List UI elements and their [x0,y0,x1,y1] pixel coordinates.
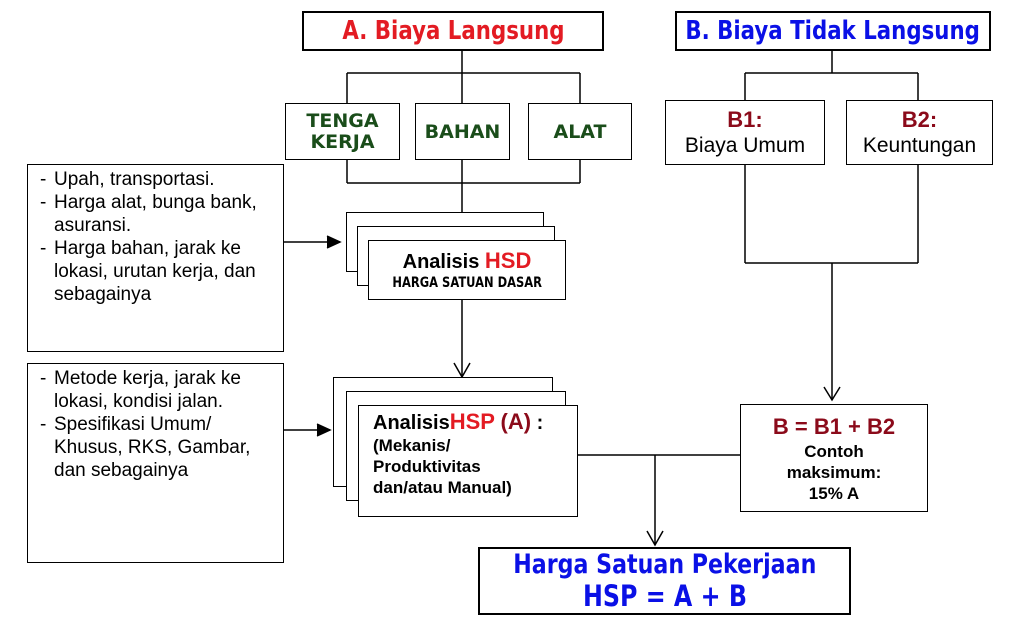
direct-cost-header: A. Biaya Langsung [302,11,604,51]
indirect-sum-box: B = B1 + B2 Contoh maksimum: 15% A [740,404,928,512]
hsp-inputs-note: -Metode kerja, jarak ke lokasi, kondisi … [27,363,284,563]
b1-box: B1: Biaya Umum [665,100,825,165]
hsd-analysis-box: Analisis HSD HARGA SATUAN DASAR [368,240,566,300]
list-item: -Upah, transportasi. [40,169,215,190]
hsp-analysis-detail: (Mekanis/ Produktivitas dan/atau Manual) [373,436,512,497]
b1-code: B1: [727,106,763,132]
list-item: -Spesifikasi Umum/ Khusus, RKS, Gambar, … [40,414,251,481]
indirect-sum-note: Contoh maksimum: 15% A [786,441,882,503]
equipment-box: ALAT [528,103,632,160]
indirect-cost-header: B. Biaya Tidak Langsung [675,11,991,51]
hsd-title: Analisis HSD [402,247,532,273]
b2-label: Keuntungan [862,133,977,157]
list-item: -Harga bahan, jarak ke lokasi, urutan ke… [40,238,256,305]
material-label: BAHAN [424,120,501,143]
hsp-analysis-box: AnalisisHSP (A) : (Mekanis/ Produktivita… [358,405,578,517]
indirect-cost-title: B. Biaya Tidak Langsung [685,16,981,46]
list-item: -Harga alat, bunga bank, asuransi. [40,192,257,236]
hsp-analysis-title: AnalisisHSP (A) : [373,409,544,435]
final-hsp-title: Harga Satuan Pekerjaan [512,549,817,580]
final-hsp-formula: HSP = A + B [582,579,747,613]
final-hsp-box: Harga Satuan Pekerjaan HSP = A + B [478,547,851,615]
b2-box: B2: Keuntungan [846,100,993,165]
indirect-sum-formula: B = B1 + B2 [772,413,896,439]
hsd-inputs-note: -Upah, transportasi. -Harga alat, bunga … [27,164,284,352]
equipment-label: ALAT [553,120,607,143]
direct-cost-title: A. Biaya Langsung [341,16,565,46]
b2-code: B2: [901,106,938,132]
material-box: BAHAN [415,103,510,160]
hsd-subtitle: HARGA SATUAN DASAR [392,274,542,291]
b1-label: Biaya Umum [684,133,806,157]
list-item: -Metode kerja, jarak ke lokasi, kondisi … [40,368,241,412]
